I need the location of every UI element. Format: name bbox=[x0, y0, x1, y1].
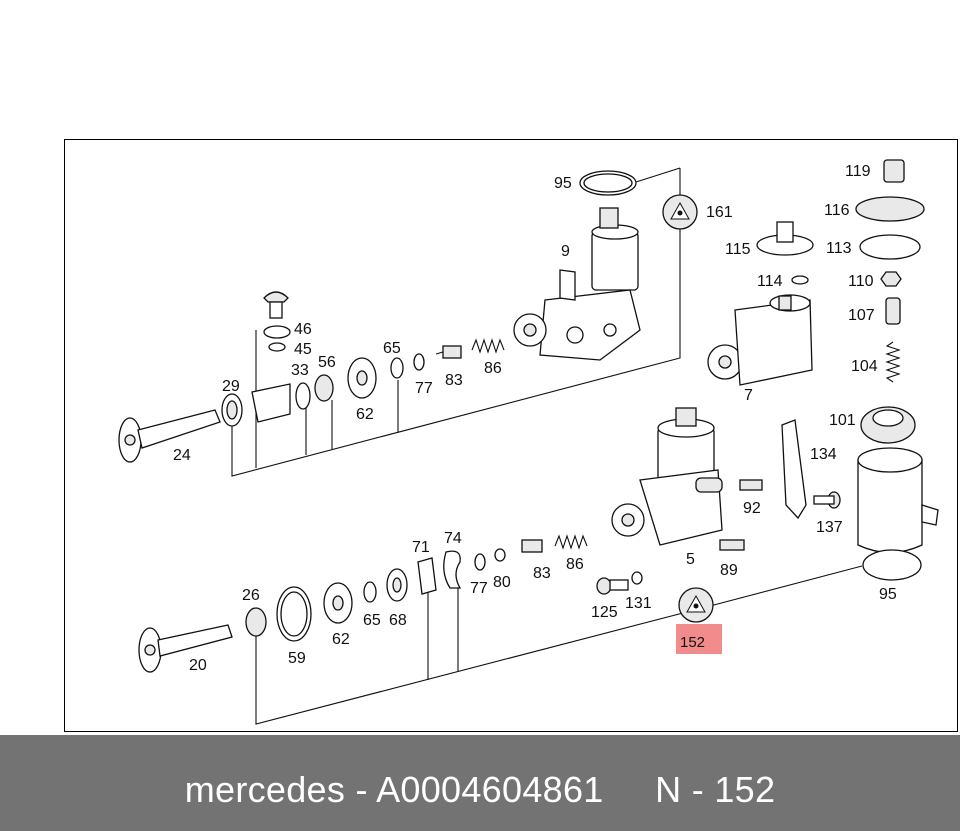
shaft-20 bbox=[138, 624, 233, 673]
label-116: 116 bbox=[824, 202, 850, 219]
label-95-top: 95 bbox=[554, 175, 572, 192]
label-33: 33 bbox=[291, 362, 309, 379]
label-161: 161 bbox=[706, 204, 733, 221]
label-107: 107 bbox=[848, 307, 875, 324]
ring-65-bot bbox=[363, 581, 377, 603]
ring-68 bbox=[386, 568, 408, 602]
label-113: 113 bbox=[826, 240, 852, 257]
plate-71 bbox=[417, 557, 437, 595]
diagram-frame bbox=[64, 139, 958, 732]
label-45: 45 bbox=[294, 341, 312, 358]
fitting-92 bbox=[739, 479, 763, 491]
cap-119 bbox=[883, 159, 905, 183]
valve-83-bot bbox=[521, 539, 543, 553]
disc-116 bbox=[855, 196, 925, 222]
label-83-top: 83 bbox=[445, 372, 463, 389]
label-5: 5 bbox=[686, 551, 695, 568]
label-101: 101 bbox=[829, 412, 856, 429]
reservoir-housing bbox=[857, 447, 939, 554]
label-65-top: 65 bbox=[383, 340, 401, 357]
ring-46 bbox=[263, 325, 291, 339]
label-114: 114 bbox=[757, 273, 783, 290]
label-65-bot: 65 bbox=[363, 612, 381, 629]
label-92: 92 bbox=[743, 500, 761, 517]
cap-152 bbox=[678, 587, 714, 623]
fitting-89 bbox=[719, 539, 745, 551]
pump-5 bbox=[611, 407, 723, 546]
label-80: 80 bbox=[493, 574, 511, 591]
connector-lines bbox=[231, 167, 863, 725]
nut-110 bbox=[880, 271, 902, 287]
label-137: 137 bbox=[816, 519, 843, 536]
bushing-29 bbox=[221, 383, 291, 427]
label-86-top: 86 bbox=[484, 360, 502, 377]
plate-74 bbox=[443, 550, 462, 589]
label-95-bot: 95 bbox=[879, 586, 897, 603]
ring-77-top bbox=[413, 353, 425, 371]
bolt-137 bbox=[813, 491, 841, 509]
label-26: 26 bbox=[242, 587, 260, 604]
label-119: 119 bbox=[845, 163, 871, 180]
bearing-56 bbox=[314, 374, 334, 402]
filter-cap-115 bbox=[756, 221, 814, 256]
label-7: 7 bbox=[744, 387, 753, 404]
filter-107 bbox=[885, 297, 901, 325]
cap-161 bbox=[662, 194, 698, 230]
pulley-101 bbox=[860, 406, 916, 444]
label-20: 20 bbox=[189, 657, 207, 674]
bearing-26 bbox=[245, 607, 267, 637]
seal-ring-95-bot bbox=[862, 549, 922, 581]
footer-caption-bar: mercedes - A0004604861 N - 152 bbox=[0, 735, 960, 831]
spring-104 bbox=[885, 341, 901, 383]
ring-113 bbox=[859, 234, 921, 260]
footer-caption: mercedes - A0004604861 N - 152 bbox=[184, 769, 776, 810]
label-131: 131 bbox=[625, 595, 652, 612]
bracket-134 bbox=[781, 419, 807, 520]
label-83-bot: 83 bbox=[533, 565, 551, 582]
ring-45 bbox=[268, 342, 286, 352]
label-104: 104 bbox=[851, 358, 878, 375]
label-110: 110 bbox=[848, 273, 874, 290]
label-77-bot: 77 bbox=[470, 580, 488, 597]
label-115: 115 bbox=[725, 241, 751, 258]
spring-86-bot bbox=[554, 534, 588, 550]
label-134: 134 bbox=[810, 446, 837, 463]
spring-86-top bbox=[471, 338, 505, 354]
label-152: 152 bbox=[680, 634, 705, 651]
label-62-top: 62 bbox=[356, 406, 374, 423]
label-56: 56 bbox=[318, 354, 336, 371]
label-46: 46 bbox=[294, 321, 312, 338]
label-9: 9 bbox=[561, 243, 570, 260]
bolt-125 bbox=[596, 577, 629, 595]
ring-80 bbox=[494, 548, 506, 562]
part-labels: 95 161 9 46 45 65 56 33 29 62 77 83 86 2… bbox=[173, 163, 897, 674]
highlight-box-152 bbox=[676, 624, 722, 654]
label-77-top: 77 bbox=[415, 380, 433, 397]
label-125: 125 bbox=[591, 604, 618, 621]
label-74: 74 bbox=[444, 530, 462, 547]
label-71: 71 bbox=[412, 539, 430, 556]
rotor-62-top bbox=[347, 357, 377, 399]
label-59: 59 bbox=[288, 650, 306, 667]
ring-33 bbox=[295, 382, 311, 410]
label-86-bot: 86 bbox=[566, 556, 584, 573]
ring-77-bot bbox=[474, 553, 486, 571]
label-89: 89 bbox=[720, 562, 738, 579]
washer-131 bbox=[631, 571, 643, 585]
pump-9 bbox=[513, 207, 641, 361]
ring-114 bbox=[791, 275, 809, 285]
valve-83-top bbox=[435, 345, 462, 359]
label-68: 68 bbox=[389, 612, 407, 629]
bolt-46 bbox=[263, 291, 289, 319]
ring-65-top bbox=[390, 357, 404, 379]
label-62-bot: 62 bbox=[332, 631, 350, 648]
label-24: 24 bbox=[173, 447, 191, 464]
pump-7 bbox=[707, 294, 813, 386]
rotor-62-bot bbox=[323, 582, 353, 624]
label-29: 29 bbox=[222, 378, 240, 395]
shaft-24 bbox=[118, 409, 221, 463]
